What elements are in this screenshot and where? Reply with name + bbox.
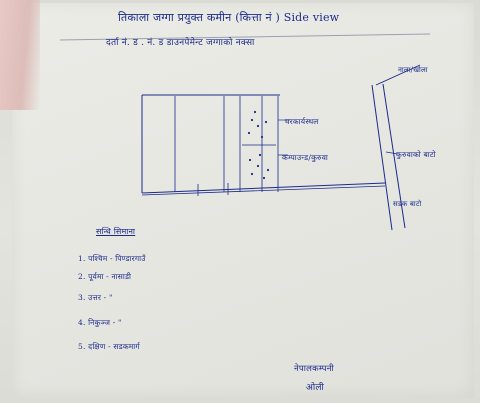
signature-line-2: ओली	[306, 383, 325, 393]
map-label-nala: नाला/खोला	[398, 66, 428, 74]
document-subheading: दर्ता नं. ड . नं. ड डाउनपेमेन्ट जग्गाको …	[106, 38, 255, 48]
boundary-line-1	[141, 182, 386, 194]
map-label-gate: घरकार्यस्थल	[285, 117, 319, 126]
road-edge-left	[371, 84, 393, 231]
map-label-kurvar-right: कुरुवाको बाटो	[396, 150, 436, 159]
legend-row: 5. दक्षिण - सडकमार्ग	[78, 342, 140, 351]
legend-row: 2. पूर्वमा - नासाडी	[78, 272, 132, 281]
road-edge-right	[382, 83, 406, 229]
legend-row: 3. उत्तर - "	[78, 293, 113, 302]
map-label-kurvar-left: कम्पाउन्ड/कुरुवा	[282, 153, 329, 162]
map-label-road: सडक बाटो	[393, 200, 422, 208]
boundary-line-2	[141, 185, 386, 196]
signature-line-1: नेपालकम्पनी	[294, 364, 334, 374]
paper-sheet	[12, 3, 474, 398]
legend-row: 4. निकुञ्ज - "	[78, 318, 122, 327]
structure-hatching	[247, 110, 270, 180]
nala-line	[375, 64, 421, 86]
ruled-line	[59, 33, 431, 41]
legend-title: सन्धि सिमाना	[96, 227, 136, 236]
paper-corner-fold	[0, 0, 40, 110]
document-heading: तिकाला जग्गा प्रयुक्त कमीन (कित्ता नं ) …	[118, 11, 340, 24]
legend-row: 1. पश्चिम - पिण्डारगाउँ	[78, 254, 146, 263]
